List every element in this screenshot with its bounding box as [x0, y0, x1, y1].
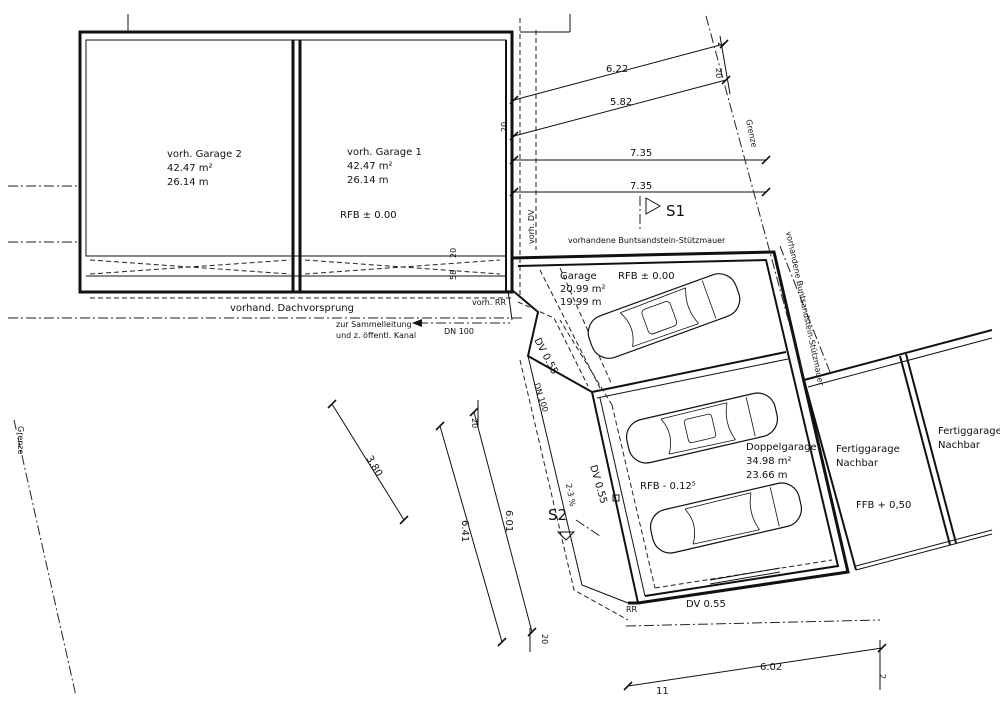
svg-text:vorh. Garage 2: vorh. Garage 2	[167, 149, 242, 160]
svg-text:Fertiggarage: Fertiggarage	[836, 444, 900, 455]
vorh-dv-label: vorh. DV	[527, 209, 536, 244]
dim-6-22: 6.22	[606, 64, 628, 75]
dn100-label: DN 100	[444, 327, 474, 336]
car-1	[587, 273, 741, 359]
dim-11: 11	[656, 686, 669, 697]
existing-garages	[78, 30, 514, 294]
stuetzmauer-top-label: vorhandene Buntsandstein-Stützmauer	[568, 236, 726, 245]
dim-58: 58	[449, 270, 458, 280]
dim-20-b: 20	[449, 248, 458, 258]
sammelleitung-label-2: und z. öffentl. Kanal	[336, 331, 416, 340]
svg-text:42.47 m²: 42.47 m²	[167, 163, 213, 174]
dim-2-a: 2	[716, 42, 725, 47]
svg-text:20.99 m²: 20.99 m²	[560, 284, 606, 295]
vorh-rr-label: vorh. RR	[472, 298, 506, 307]
svg-text:RFB - 0.12⁵: RFB - 0.12⁵	[640, 481, 696, 492]
svg-text:42.47 m²: 42.47 m²	[347, 161, 393, 172]
dv-055-label-b: DV 0.55	[587, 464, 609, 505]
dim-7-35-a: 7.35	[630, 148, 652, 159]
svg-text:Nachbar: Nachbar	[938, 440, 981, 451]
dim-6-41: 6.41	[459, 520, 470, 542]
svg-text:34.98 m²: 34.98 m²	[746, 456, 792, 467]
svg-text:Doppelgarage: Doppelgarage	[746, 442, 817, 453]
dim-20-a: 20	[500, 122, 509, 132]
svg-text:FFB + 0,50: FFB + 0,50	[856, 500, 911, 511]
dim-6-01: 6.01	[503, 510, 514, 532]
dim-3-80: 3.80	[363, 454, 384, 479]
neighbor-garages	[803, 329, 993, 571]
grenze-right-label: Grenze	[744, 119, 759, 149]
dimension-texts: 6.22 5.82 7.35 7.35 3.80 6.41 6.01 6.02 …	[363, 42, 887, 697]
svg-text:19.99 m: 19.99 m	[560, 297, 602, 308]
dimension-lines	[13, 15, 887, 697]
dn100-diag-label: DN 100	[532, 382, 550, 413]
dim-5-82: 5.82	[610, 97, 632, 108]
grenze-left-label: Grenze	[16, 426, 25, 455]
slope-label: 2-3 %	[564, 483, 577, 508]
section-s2-label: S2	[548, 506, 567, 524]
garage1-label: vorh. Garage 1 42.47 m² 26.14 m RFB ± 0.…	[340, 147, 422, 221]
section-s1-label: S1	[666, 202, 685, 220]
garage-label: Garage 20.99 m² 19.99 m RFB ± 0.00	[560, 271, 675, 308]
svg-text:Nachbar: Nachbar	[836, 458, 879, 469]
dv-055-label-c: DV 0.55	[686, 599, 726, 610]
new-garage-complex	[511, 250, 850, 621]
dim-20-e: 20	[714, 68, 723, 78]
dim-6-02: 6.02	[760, 662, 782, 673]
car-3	[649, 482, 803, 554]
rr-label: RR	[626, 605, 638, 614]
svg-text:RFB ± 0.00: RFB ± 0.00	[340, 210, 397, 221]
svg-text:Fertiggarage: Fertiggarage	[938, 426, 1000, 437]
garage2-label: vorh. Garage 2 42.47 m² 26.14 m	[167, 149, 242, 188]
svg-text:26.14 m: 26.14 m	[347, 175, 389, 186]
dim-20-c: 20	[470, 418, 479, 428]
dim-7-35-b: 7.35	[630, 181, 652, 192]
fertiggarage-label: Fertiggarage Nachbar FFB + 0,50	[836, 444, 911, 511]
dim-2-b: 2	[878, 674, 887, 679]
svg-text:Garage: Garage	[560, 271, 597, 282]
doppelgarage-label: Doppelgarage 34.98 m² 23.66 m RFB - 0.12…	[640, 442, 817, 492]
car-2	[625, 392, 779, 464]
svg-text:RFB ± 0.00: RFB ± 0.00	[618, 271, 675, 282]
sammelleitung-label-1: zur Sammelleitung	[336, 320, 412, 329]
roof-overhang-lines	[8, 14, 571, 319]
svg-text:26.14 m: 26.14 m	[167, 177, 209, 188]
dim-20-d: 20	[540, 634, 549, 644]
fertiggarage2-label: Fertiggarage Nachbar	[938, 426, 1000, 451]
dv-055-label-a: DV 0.55	[531, 336, 559, 376]
dachvorsprung-label: vorhand. Dachvorsprung	[230, 303, 354, 314]
svg-text:vorh. Garage 1: vorh. Garage 1	[347, 147, 422, 158]
svg-text:23.66 m: 23.66 m	[746, 470, 788, 481]
